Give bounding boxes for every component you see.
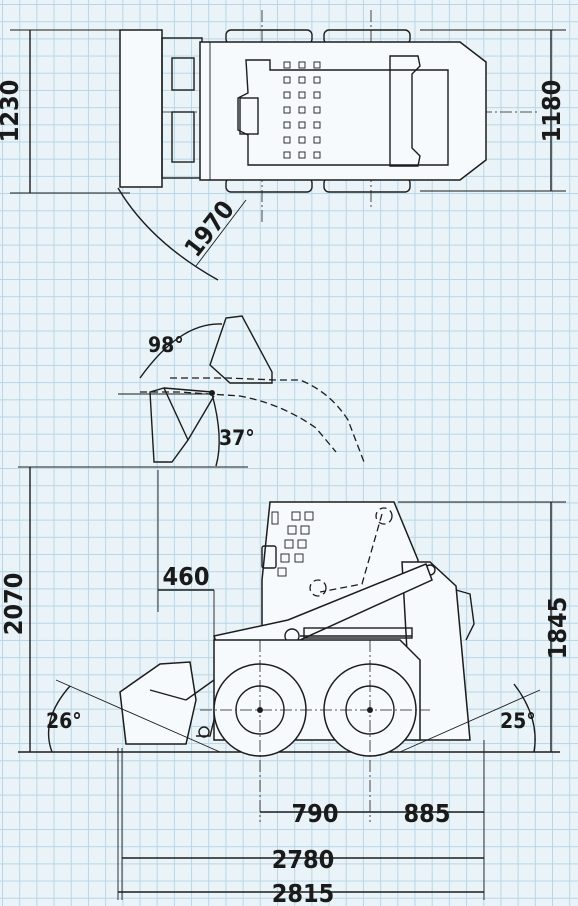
top-view (10, 10, 566, 281)
bucket-side (119, 661, 197, 745)
angle-approach-26: 26° (46, 709, 82, 733)
dump-view (18, 315, 365, 468)
dim-turning-radius: 1970 (179, 195, 240, 262)
angle-departure-25: 25° (500, 709, 536, 733)
side-view (18, 467, 566, 900)
dim-dump-reach-460: 460 (163, 562, 210, 591)
operator-grid (283, 61, 321, 159)
dim-wheelbase-790: 790 (292, 799, 339, 828)
dim-length-2815: 2815 (272, 879, 335, 906)
dim-hinge-height-2070: 2070 (0, 573, 28, 636)
angle-37: 37° (219, 426, 255, 450)
dim-wheelbase-885: 885 (404, 799, 451, 828)
dim-length-2780: 2780 (272, 845, 335, 874)
bucket-top (119, 29, 163, 188)
angle-98: 98° (148, 333, 184, 357)
dim-height-1845: 1845 (543, 597, 572, 660)
cab-grid (271, 511, 314, 577)
dim-width-1180: 1180 (537, 80, 566, 143)
hinge-pin (209, 390, 215, 396)
dim-width-1230: 1230 (0, 80, 24, 143)
chassis-top (199, 41, 487, 181)
